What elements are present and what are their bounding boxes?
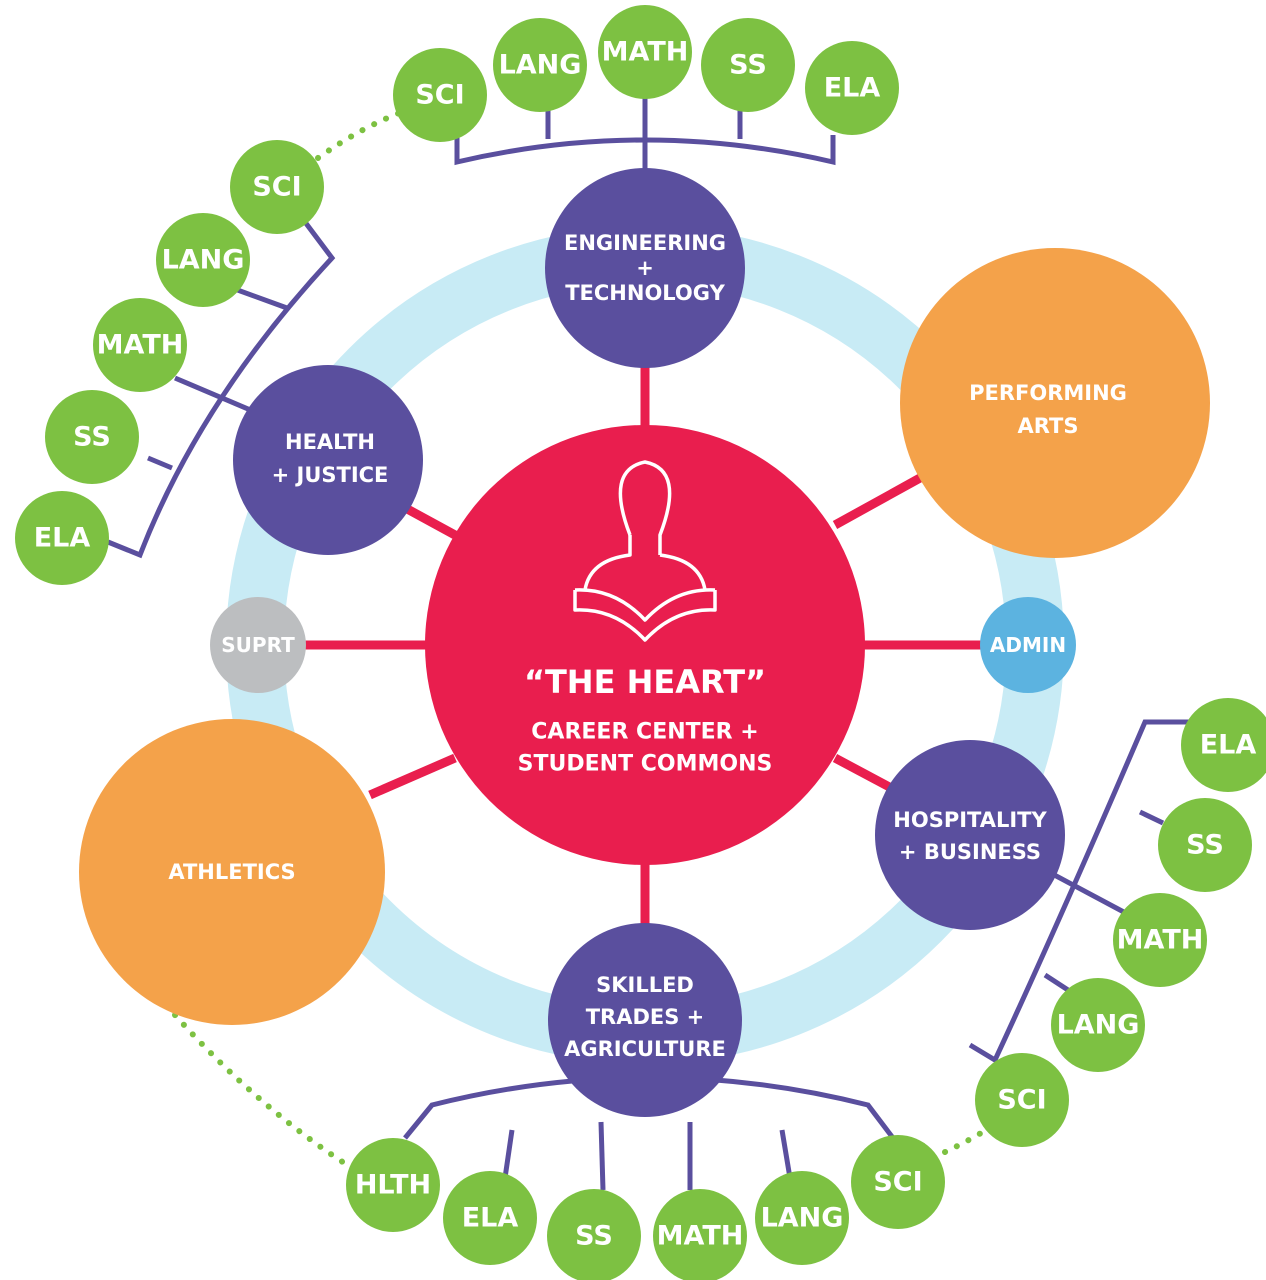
svg-text:MATH: MATH xyxy=(602,37,689,68)
heart-subtitle-line-1: CAREER CENTER + xyxy=(531,720,758,745)
subject-bubble: SCI xyxy=(975,1053,1069,1147)
svg-text:SCI: SCI xyxy=(997,1085,1046,1116)
svg-text:ELA: ELA xyxy=(462,1203,519,1234)
hub-engineering-line-2: + xyxy=(636,256,654,280)
svg-text:ELA: ELA xyxy=(34,523,91,554)
svg-text:SS: SS xyxy=(73,422,111,453)
subject-bubble: LANG xyxy=(1051,978,1145,1072)
subject-bubble: LANG xyxy=(156,213,250,307)
subject-bubble: ELA xyxy=(805,41,899,135)
hub-hospitality-line-1: HOSPITALITY xyxy=(893,808,1047,832)
hub-athletics: ATHLETICS xyxy=(79,719,385,1025)
subject-bubble: LANG xyxy=(755,1171,849,1265)
subjects-left: SCI LANG MATH SS ELA xyxy=(15,140,324,585)
heart-subtitle-line-2: STUDENT COMMONS xyxy=(518,752,773,777)
hub-performing-arts: PERFORMING ARTS xyxy=(900,248,1210,558)
svg-text:HLTH: HLTH xyxy=(355,1170,431,1201)
svg-text:LANG: LANG xyxy=(1057,1010,1140,1041)
svg-text:MATH: MATH xyxy=(97,330,184,361)
subjects-bottom: HLTH ELA SS MATH LANG SCI xyxy=(346,1135,945,1280)
hub-engineering-line-3: TECHNOLOGY xyxy=(565,281,725,305)
svg-text:SS: SS xyxy=(575,1221,613,1252)
svg-text:SCI: SCI xyxy=(252,172,301,203)
svg-text:SS: SS xyxy=(1186,830,1224,861)
subject-bubble: LANG xyxy=(493,18,587,112)
svg-text:ELA: ELA xyxy=(824,73,881,104)
hub-health-line-1: HEALTH xyxy=(285,430,375,454)
subject-bubble: SCI xyxy=(230,140,324,234)
heart-title: “THE HEART” xyxy=(524,663,766,701)
hub-admin: ADMIN xyxy=(980,597,1076,693)
hub-athletics-label: ATHLETICS xyxy=(168,860,295,884)
subject-bubble: MATH xyxy=(1113,893,1207,987)
subject-bubble: MATH xyxy=(93,298,187,392)
svg-text:LANG: LANG xyxy=(499,50,582,81)
hub-hospitality-business: HOSPITALITY + BUSINESS xyxy=(875,740,1065,930)
svg-text:ELA: ELA xyxy=(1200,730,1257,761)
svg-text:MATH: MATH xyxy=(1117,925,1204,956)
subject-bubble: SS xyxy=(1158,798,1252,892)
svg-text:LANG: LANG xyxy=(162,245,245,276)
subject-bubble: SS xyxy=(45,390,139,484)
subject-bubble: SS xyxy=(701,18,795,112)
spokes xyxy=(300,360,990,930)
hub-health-line-2: + JUSTICE xyxy=(272,463,389,487)
subject-bubble: SS xyxy=(547,1189,641,1280)
hub-support: SUPRT xyxy=(210,597,306,693)
hub-support-label: SUPRT xyxy=(221,633,295,657)
dotted-connectors xyxy=(172,109,1008,1173)
svg-text:LANG: LANG xyxy=(761,1203,844,1234)
hub-health-justice: HEALTH + JUSTICE xyxy=(233,365,423,555)
hub-engineering-line-1: ENGINEERING xyxy=(564,231,726,255)
hub-skilled-line-1: SKILLED xyxy=(596,973,694,997)
subject-bubble: HLTH xyxy=(346,1138,440,1232)
subject-bubble: SCI xyxy=(851,1135,945,1229)
subjects-right: ELA SS MATH LANG SCI xyxy=(975,698,1266,1147)
hub-skilled-line-3: AGRICULTURE xyxy=(564,1037,726,1061)
subject-bubble: MATH xyxy=(598,5,692,99)
hub-hospitality-line-2: + BUSINESS xyxy=(899,840,1041,864)
heart-hub: “THE HEART” CAREER CENTER + STUDENT COMM… xyxy=(425,425,865,865)
hub-skilled-trades-agriculture: SKILLED TRADES + AGRICULTURE xyxy=(548,923,742,1117)
svg-text:SCI: SCI xyxy=(415,80,464,111)
subject-bubble: ELA xyxy=(443,1171,537,1265)
hub-admin-label: ADMIN xyxy=(990,633,1066,657)
subject-bubble: ELA xyxy=(15,491,109,585)
subject-bubble: MATH xyxy=(653,1189,747,1280)
svg-text:SS: SS xyxy=(729,50,767,81)
hub-performing-line-1: PERFORMING xyxy=(969,381,1127,405)
svg-text:MATH: MATH xyxy=(657,1221,744,1252)
hub-performing-line-2: ARTS xyxy=(1018,414,1079,438)
student-reading-icon xyxy=(573,460,717,642)
svg-text:SCI: SCI xyxy=(873,1167,922,1198)
hub-engineering-technology: ENGINEERING + TECHNOLOGY xyxy=(545,168,745,368)
subjects-top: SCI LANG MATH SS ELA xyxy=(393,5,899,142)
subject-bubble: ELA xyxy=(1181,698,1266,792)
hub-skilled-line-2: TRADES + xyxy=(586,1005,705,1029)
subject-bubble: SCI xyxy=(393,48,487,142)
